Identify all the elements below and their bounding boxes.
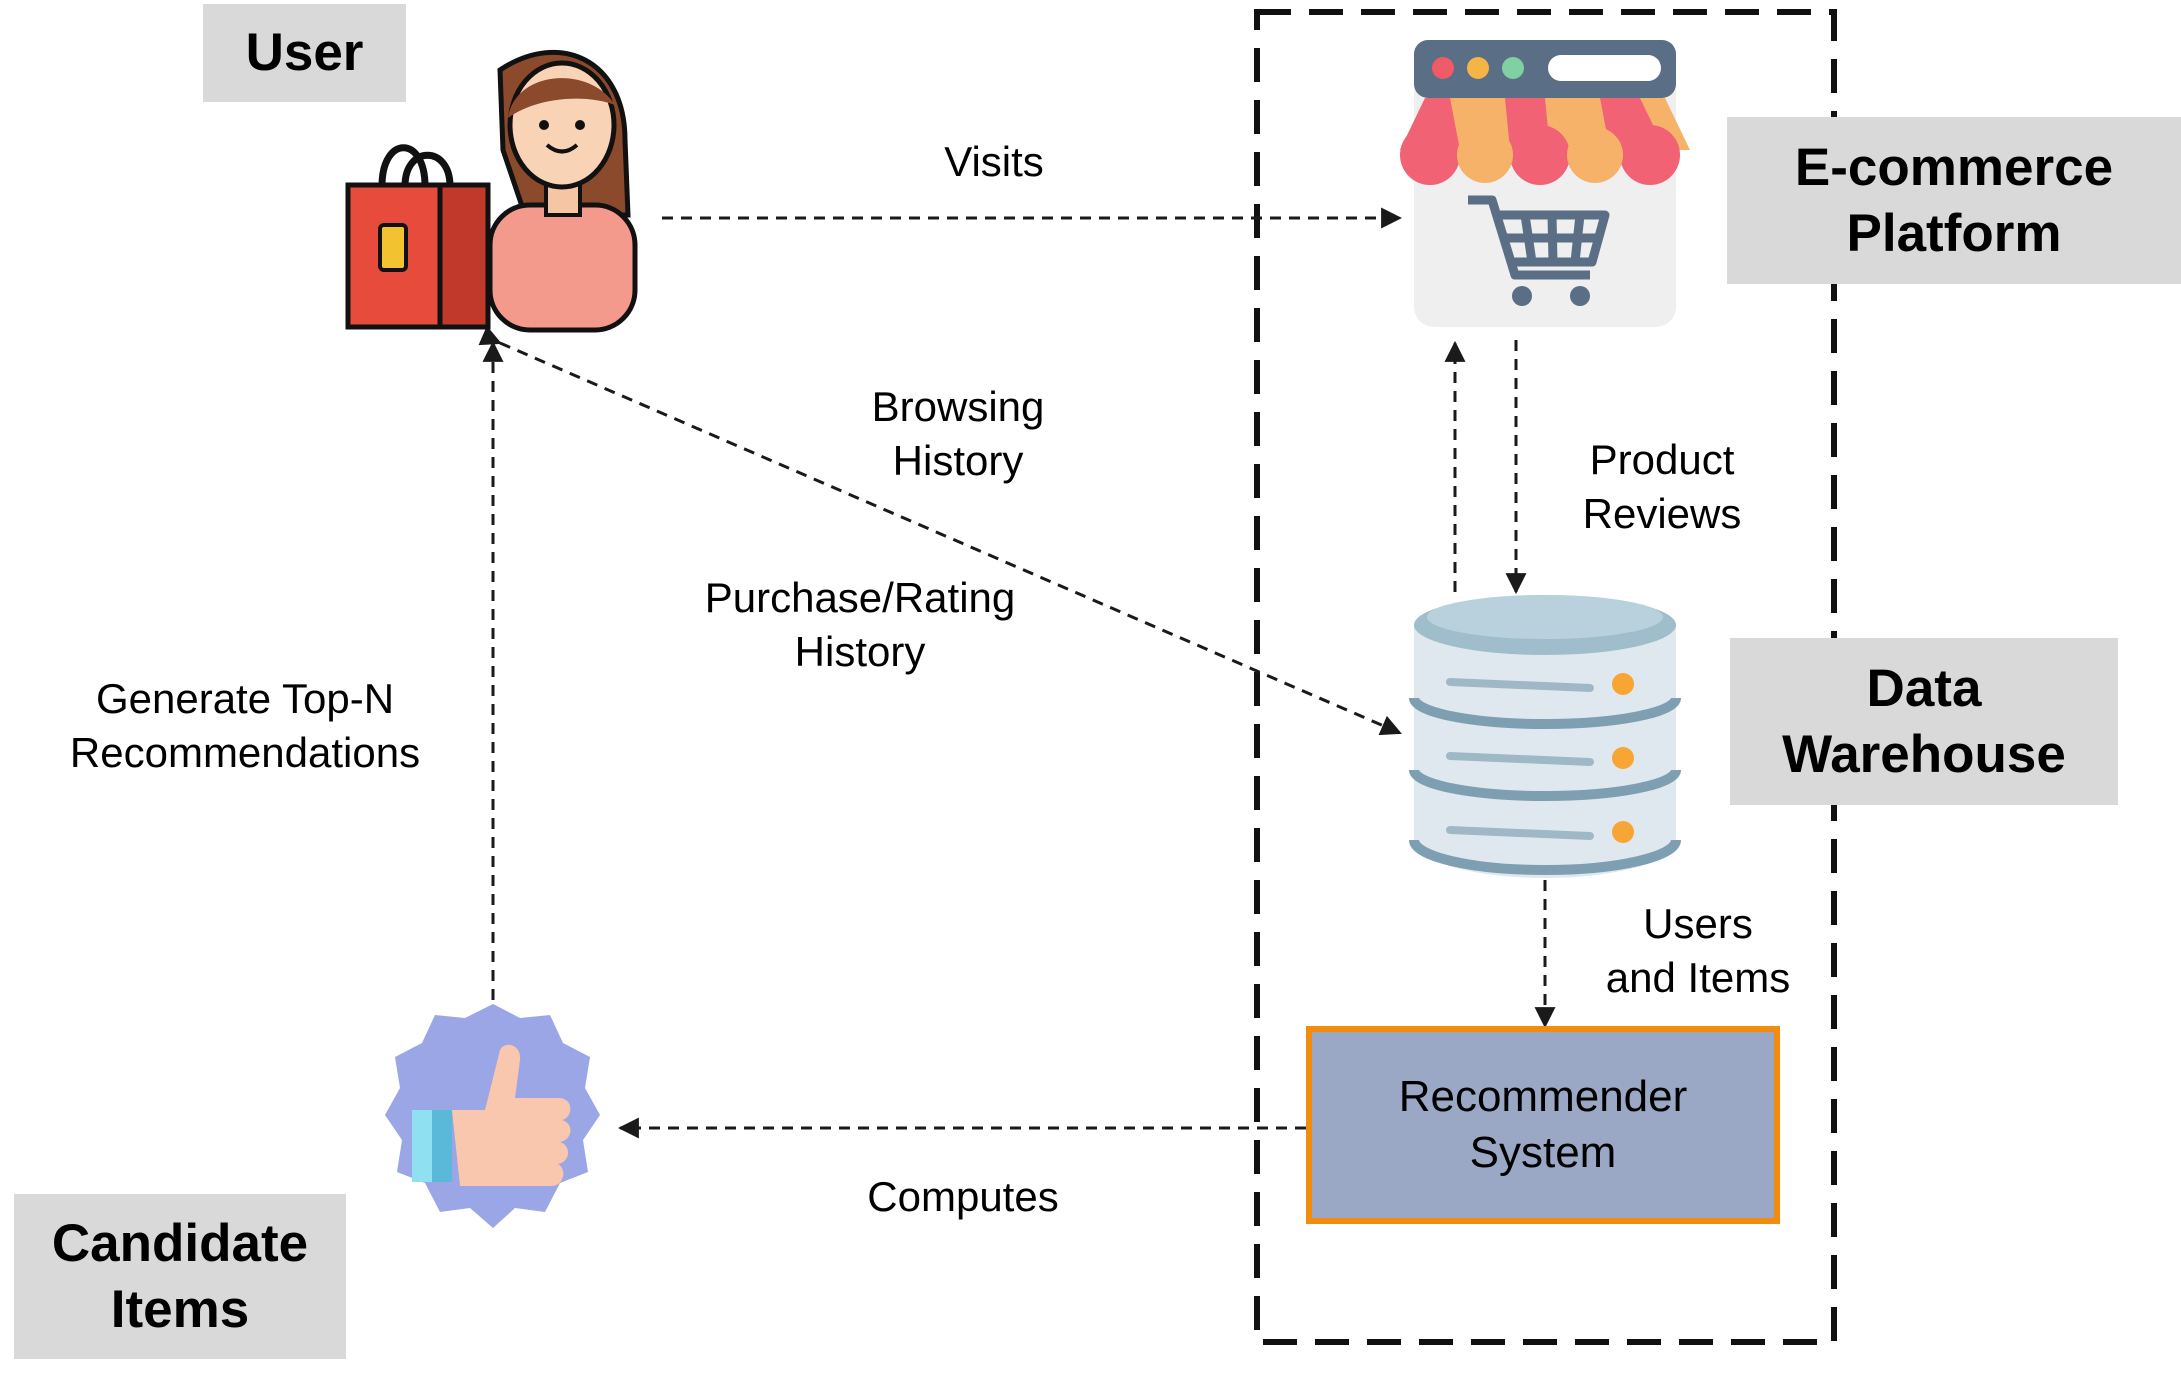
ecommerce-label-line1: E-commerce	[1794, 137, 2114, 197]
computes-label: Computes	[840, 1170, 1086, 1224]
topn-line1: Generate Top-N	[95, 675, 395, 722]
thumbs-up-badge-icon	[385, 1004, 600, 1228]
visits-label: Visits	[898, 135, 1090, 189]
shopper-woman-icon	[345, 50, 638, 333]
users-items-label: Users and Items	[1578, 897, 1818, 1005]
browsing-line1: Browsing	[871, 383, 1045, 430]
history-arrow	[478, 325, 1402, 736]
candidate-label-line1: Candidate	[51, 1213, 309, 1273]
purchase-history-label: Purchase/Rating History	[680, 571, 1040, 679]
browsing-history-label: Browsing History	[808, 380, 1108, 488]
purchase-line2: History	[794, 628, 926, 675]
user-label: User	[203, 4, 406, 102]
candidate-items-label: Candidate Items	[14, 1194, 346, 1359]
warehouse-label-line2: Warehouse	[1782, 724, 2066, 784]
ecommerce-platform-label: E-commerce Platform	[1727, 117, 2181, 284]
recommender-line1: Recommender	[1398, 1072, 1688, 1121]
candidate-label-line2: Items	[110, 1279, 250, 1339]
reviews-line2: Reviews	[1582, 490, 1742, 537]
ecommerce-label-line2: Platform	[1846, 203, 2062, 263]
user-label-text: User	[245, 23, 364, 82]
reviews-line1: Product	[1589, 436, 1735, 483]
computes-text: Computes	[867, 1173, 1059, 1220]
purchase-line1: Purchase/Rating	[704, 574, 1016, 621]
data-warehouse-label: Data Warehouse	[1730, 638, 2118, 805]
visits-text: Visits	[944, 138, 1044, 185]
recommender-system-box: Recommender System	[1306, 1026, 1780, 1224]
users-items-line2: and Items	[1605, 954, 1791, 1001]
warehouse-label-line1: Data	[1866, 658, 1982, 718]
recommender-line2: System	[1469, 1128, 1617, 1177]
topn-line2: Recommendations	[69, 729, 421, 776]
browsing-line2: History	[892, 437, 1024, 484]
users-items-line1: Users	[1643, 900, 1753, 947]
database-icon	[1409, 595, 1681, 878]
product-reviews-label: Product Reviews	[1552, 433, 1772, 541]
online-store-icon	[1400, 40, 1690, 327]
topn-label: Generate Top-N Recommendations	[40, 672, 450, 780]
